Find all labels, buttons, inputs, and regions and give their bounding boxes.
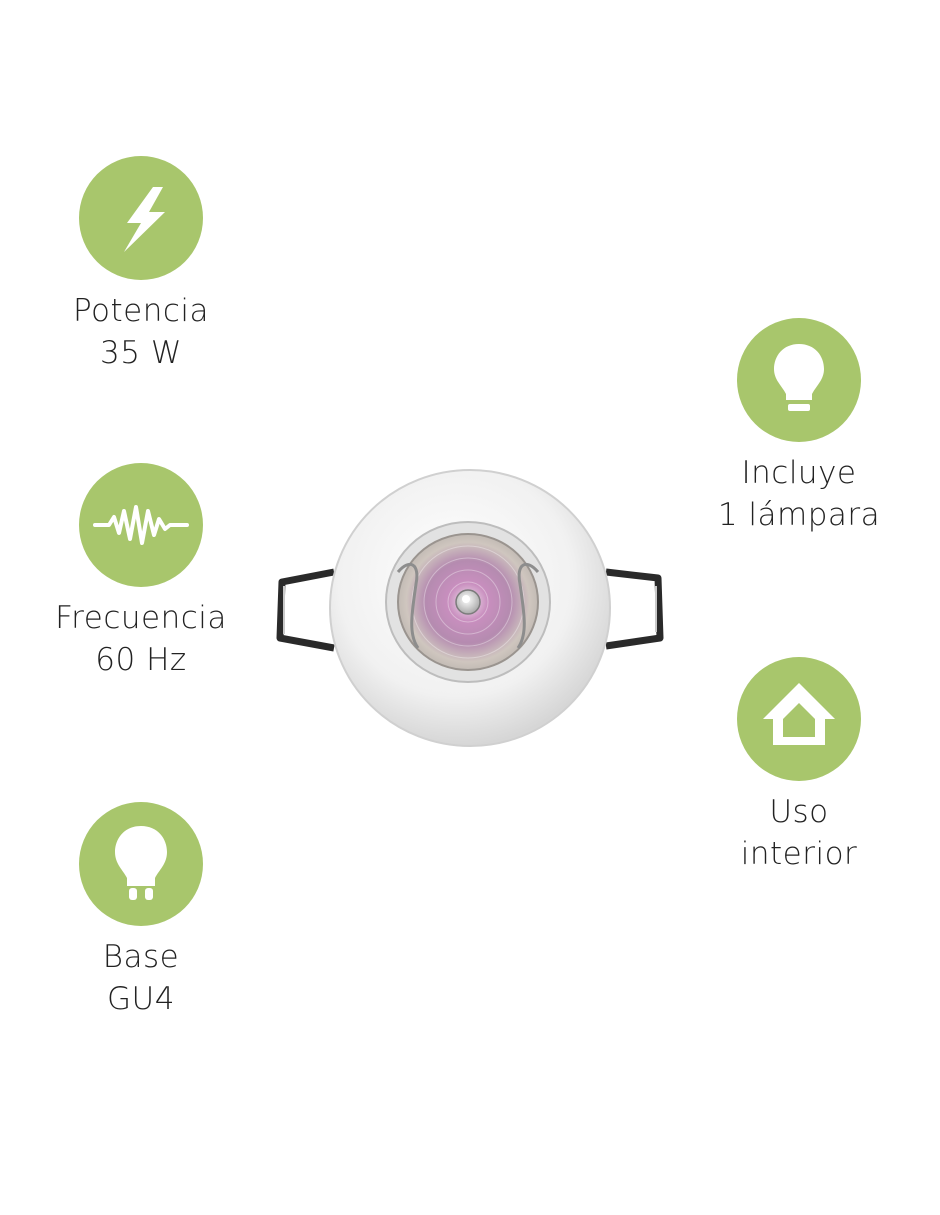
feature-uso: Uso interior bbox=[679, 657, 919, 875]
feature-label: Uso interior bbox=[679, 791, 919, 875]
light-bulb-icon bbox=[737, 318, 861, 442]
feature-frecuencia: Frecuencia 60 Hz bbox=[21, 463, 261, 681]
feature-title: Base bbox=[102, 939, 180, 975]
feature-value: 60 Hz bbox=[95, 642, 187, 678]
feature-title: Uso bbox=[769, 794, 829, 830]
feature-title: Frecuencia bbox=[55, 600, 227, 636]
lightning-bolt-icon bbox=[79, 156, 203, 280]
spotlight-fixture-image bbox=[276, 469, 664, 747]
feature-potencia: Potencia 35 W bbox=[21, 156, 261, 374]
feature-value: 1 lámpara bbox=[717, 497, 881, 533]
feature-base: Base GU4 bbox=[21, 802, 261, 1020]
bulb-base-icon bbox=[79, 802, 203, 926]
feature-value: GU4 bbox=[107, 981, 175, 1017]
feature-value: 35 W bbox=[100, 335, 182, 371]
frequency-wave-icon bbox=[79, 463, 203, 587]
house-icon bbox=[737, 657, 861, 781]
feature-label: Frecuencia 60 Hz bbox=[21, 597, 261, 681]
feature-label: Potencia 35 W bbox=[21, 290, 261, 374]
feature-label: Base GU4 bbox=[21, 936, 261, 1020]
feature-title: Potencia bbox=[72, 293, 210, 329]
feature-incluye: Incluye 1 lámpara bbox=[679, 318, 919, 536]
feature-label: Incluye 1 lámpara bbox=[679, 452, 919, 536]
feature-value: interior bbox=[740, 836, 858, 872]
feature-title: Incluye bbox=[741, 455, 857, 491]
